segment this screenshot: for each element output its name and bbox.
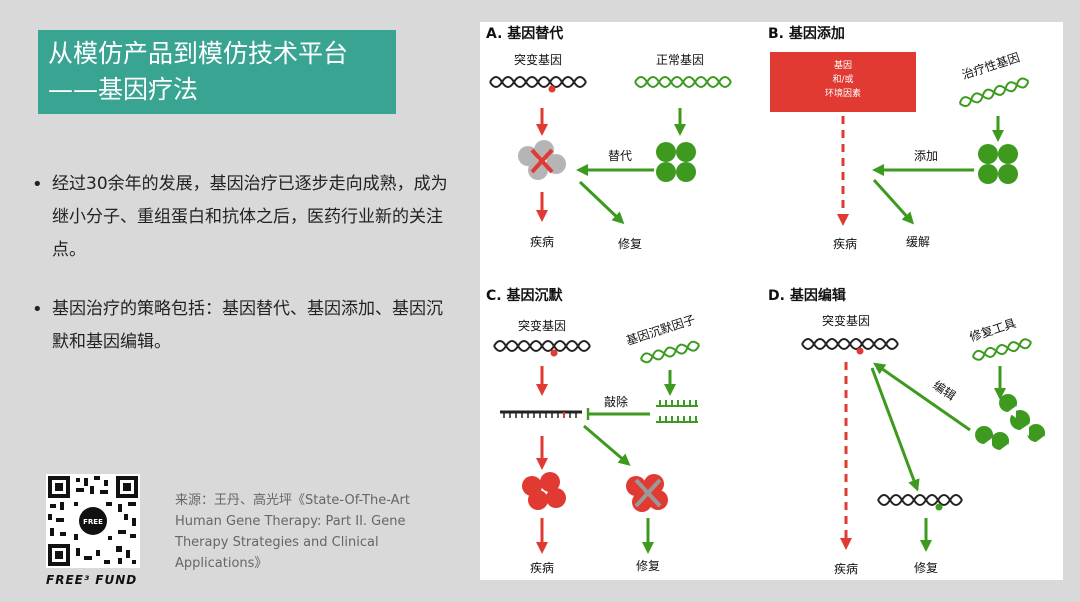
therapeutic-dna-helix [958, 77, 1030, 108]
panel-a-repair-label: 修复 [618, 236, 642, 251]
panel-a-heading: A. 基因替代 [486, 25, 563, 42]
panel-a-mutant-label: 突变基因 [514, 52, 562, 67]
factor-box-line3: 环境因素 [825, 87, 861, 99]
qr-center-text: FREE [83, 518, 103, 526]
bullet-list: 经过30余年的发展，基因治疗已逐步走向成熟，成为继小分子、重组蛋白和抗体之后，医… [30, 168, 450, 385]
repaired-dna-helix [877, 494, 963, 506]
cross-icon [530, 148, 554, 174]
panel-d-mutant-label: 突变基因 [822, 313, 870, 328]
mutant-dna-helix [489, 76, 587, 88]
page-subtitle: ——基因疗法 [48, 75, 199, 104]
defective-protein [522, 472, 566, 510]
panel-b-therapy-label: 治疗性基因 [960, 50, 1021, 82]
mutant-dna-helix [493, 340, 591, 352]
panel-b-heading: B. 基因添加 [768, 25, 845, 42]
mutant-dna-helix [801, 338, 899, 350]
arrow-repair [583, 424, 631, 466]
arrow-relief [872, 178, 915, 225]
factor-box-line2: 和/或 [832, 73, 853, 85]
page-title: 从模仿产品到模仿技术平台 [48, 39, 349, 68]
repaired-dot [935, 503, 943, 511]
panel-c-silencer-label: 基因沉默因子 [624, 311, 697, 348]
qr-code: FREE [46, 474, 140, 568]
panel-a-action-label: 替代 [608, 149, 632, 163]
factor-box [770, 52, 916, 112]
panel-a-normal-label: 正常基因 [656, 53, 704, 67]
cross-icon [634, 478, 662, 508]
mutation-dot [548, 85, 556, 93]
panel-a-disease-label: 疾病 [530, 234, 554, 249]
panel-b-action-label: 添加 [914, 149, 938, 163]
arrow-repair [870, 367, 920, 492]
panel-b-relief-label: 缓解 [906, 235, 930, 249]
panel-d-disease-label: 疾病 [834, 561, 858, 576]
factor-box-line1: 基因 [834, 59, 852, 71]
therapeutic-protein [978, 144, 1018, 184]
panel-d-action-label: 编辑 [930, 377, 958, 403]
panel-d-heading: D. 基因编辑 [768, 287, 846, 304]
panel-d-repair-label: 修复 [914, 560, 938, 575]
bullet-item: 基因治疗的策略包括：基因替代、基因添加、基因沉默和基因编辑。 [30, 293, 450, 359]
panel-c-disease-label: 疾病 [530, 560, 554, 575]
panel-c-repair-label: 修复 [636, 558, 660, 573]
normal-dna-helix [634, 76, 732, 88]
panel-b-disease-label: 疾病 [833, 236, 857, 251]
normal-protein [656, 142, 696, 182]
silencer-rna [656, 400, 698, 423]
panel-c-mutant-label: 突变基因 [518, 318, 566, 333]
panel-c-action-label: 敲除 [604, 394, 628, 409]
bullet-item: 经过30余年的发展，基因治疗已逐步走向成熟，成为继小分子、重组蛋白和抗体之后，医… [30, 168, 450, 267]
arrow-edit [873, 362, 971, 432]
title-box: 从模仿产品到模仿技术平台 ——基因疗法 [38, 30, 396, 114]
source-text: 来源：王丹、高光坪《State-Of-The-Art Human Gene Th… [175, 493, 410, 571]
repair-tool-dna-helix [971, 338, 1032, 361]
mrna-strand [500, 410, 582, 418]
brand-name: FREE³ FUND [46, 573, 138, 587]
mutation-dot [550, 349, 558, 357]
mutation-dot [856, 347, 864, 355]
gene-therapy-diagram: A. 基因替代 突变基因 正常基因 替代 疾病 修复 B. 基因添加 [480, 22, 1063, 580]
arrow-repair [578, 180, 625, 225]
editor-protein [975, 394, 1046, 450]
silencer-dna-helix [639, 340, 701, 364]
panel-c-heading: C. 基因沉默 [486, 287, 563, 304]
panel-d-tool-label: 修复工具 [967, 315, 1017, 344]
